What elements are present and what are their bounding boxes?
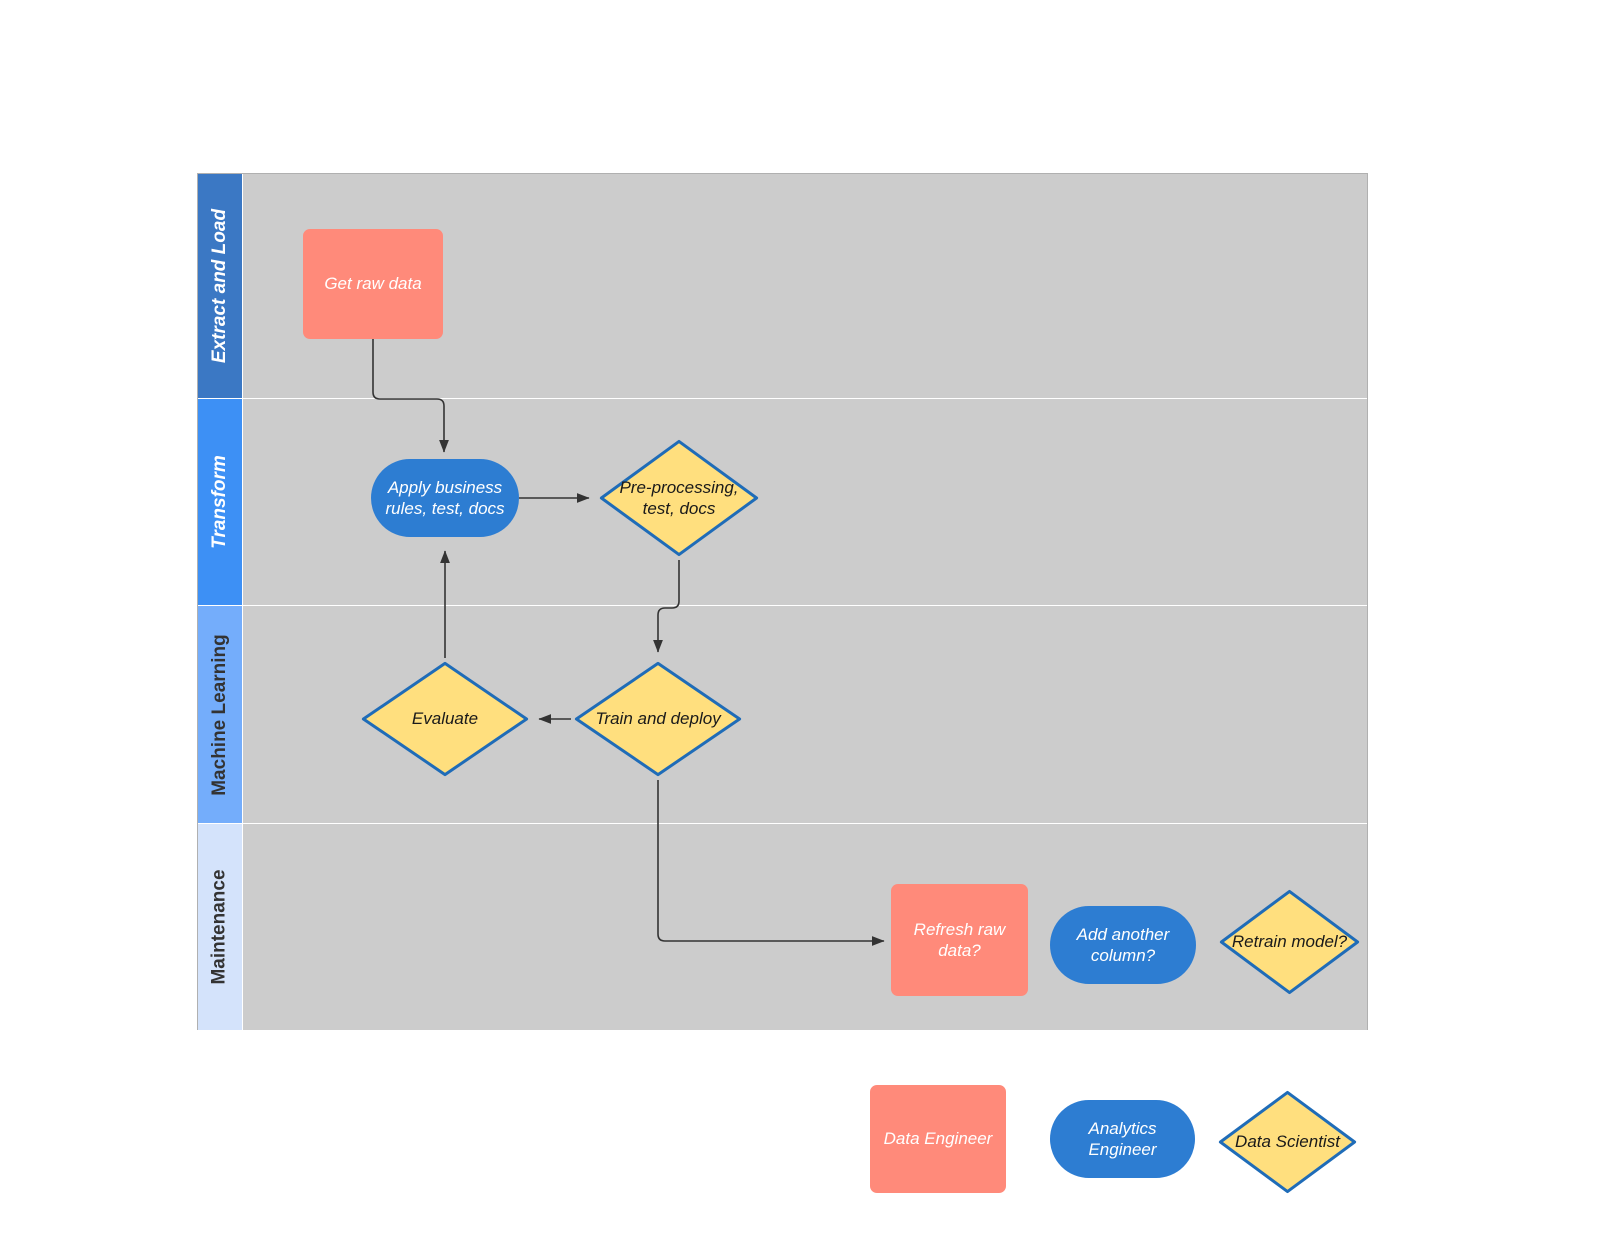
node-label-pre-processing: Pre-processing, test, docs <box>619 477 739 518</box>
diamond-shape-icon <box>1218 1090 1357 1194</box>
diamond-shape-icon <box>361 661 529 777</box>
node-get-raw-data[interactable]: Get raw data <box>303 229 443 339</box>
diamond-shape-icon <box>1219 889 1360 995</box>
node-add-another-column[interactable]: Add another column? <box>1050 906 1196 984</box>
legend: Data Engineer Analytics Engineer Data Scie… <box>870 1085 1370 1194</box>
swimlane-body-maintenance <box>243 824 1367 1030</box>
swimlane-label-machine-learning: Machine Learning <box>209 633 230 796</box>
node-label-get-raw-data: Get raw data <box>324 274 422 294</box>
node-label-apply-business-rules: Apply business rules, test, docs <box>385 477 505 518</box>
swimlane-header-transform[interactable]: Transform <box>198 399 243 605</box>
diamond-shape-icon <box>599 439 759 557</box>
swimlane-label-extract-and-load: Extract and Load <box>209 208 230 364</box>
swimlane-label-transform: Transform <box>209 455 230 549</box>
node-train-and-deploy[interactable]: Train and deploy <box>571 658 745 780</box>
node-apply-business-rules[interactable]: Apply business rules, test, docs <box>371 459 519 537</box>
node-label-add-another-column: Add another column? <box>1076 924 1170 965</box>
node-label-retrain-model: Retrain model? <box>1231 932 1348 952</box>
diamond-shape-icon <box>574 661 742 777</box>
swimlane-header-maintenance[interactable]: Maintenance <box>198 824 243 1030</box>
legend-item-analytics-engineer[interactable]: Analytics Engineer <box>1050 1100 1195 1178</box>
node-label-data-scientist: Data Scientist <box>1235 1132 1340 1152</box>
node-pre-processing[interactable]: Pre-processing, test, docs <box>596 436 762 560</box>
legend-item-data-scientist[interactable]: Data Scientist <box>1215 1087 1360 1197</box>
node-evaluate[interactable]: Evaluate <box>358 658 532 780</box>
swimlane-header-extract-and-load[interactable]: Extract and Load <box>198 174 243 398</box>
node-label-analytics-engineer: Analytics Engineer <box>1088 1118 1157 1159</box>
swimlane-header-machine-learning[interactable]: Machine Learning <box>198 606 243 823</box>
node-refresh-raw-data[interactable]: Refresh raw data? <box>891 884 1028 996</box>
node-label-train-and-deploy: Train and deploy <box>595 709 721 729</box>
node-retrain-model[interactable]: Retrain model? <box>1216 886 1363 998</box>
node-label-refresh-raw-data: Refresh raw data? <box>913 919 1006 960</box>
legend-item-data-engineer[interactable]: Data Engineer <box>870 1085 1006 1193</box>
swimlane-label-maintenance: Maintenance <box>209 869 230 985</box>
node-label-data-engineer: Data Engineer <box>883 1129 993 1149</box>
node-label-evaluate: Evaluate <box>411 709 479 729</box>
